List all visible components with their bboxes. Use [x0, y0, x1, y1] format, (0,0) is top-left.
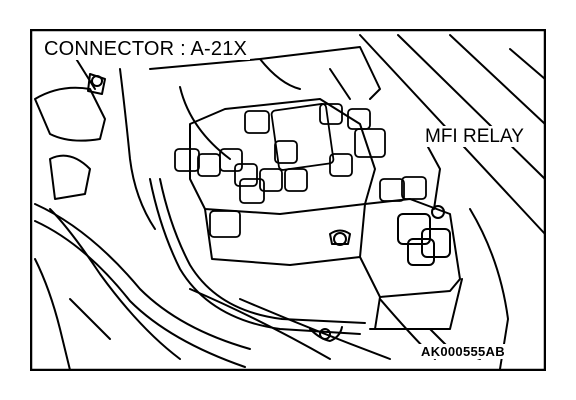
mfi-relay [397, 146, 451, 266]
engine-bay-drawing [30, 29, 546, 371]
upper-bracket [149, 46, 381, 160]
connector-label: CONNECTOR : A-21X [41, 38, 251, 60]
fuse-array [174, 103, 427, 238]
left-components [34, 48, 156, 230]
illustration-frame [30, 29, 546, 371]
relay-leader-line [427, 146, 441, 210]
lower-panel [34, 258, 481, 371]
relay-label: MFI RELAY [423, 126, 526, 147]
drawing-border [30, 29, 546, 371]
figure-code: AK000555AB [419, 344, 507, 359]
wiring-harness [34, 178, 436, 368]
